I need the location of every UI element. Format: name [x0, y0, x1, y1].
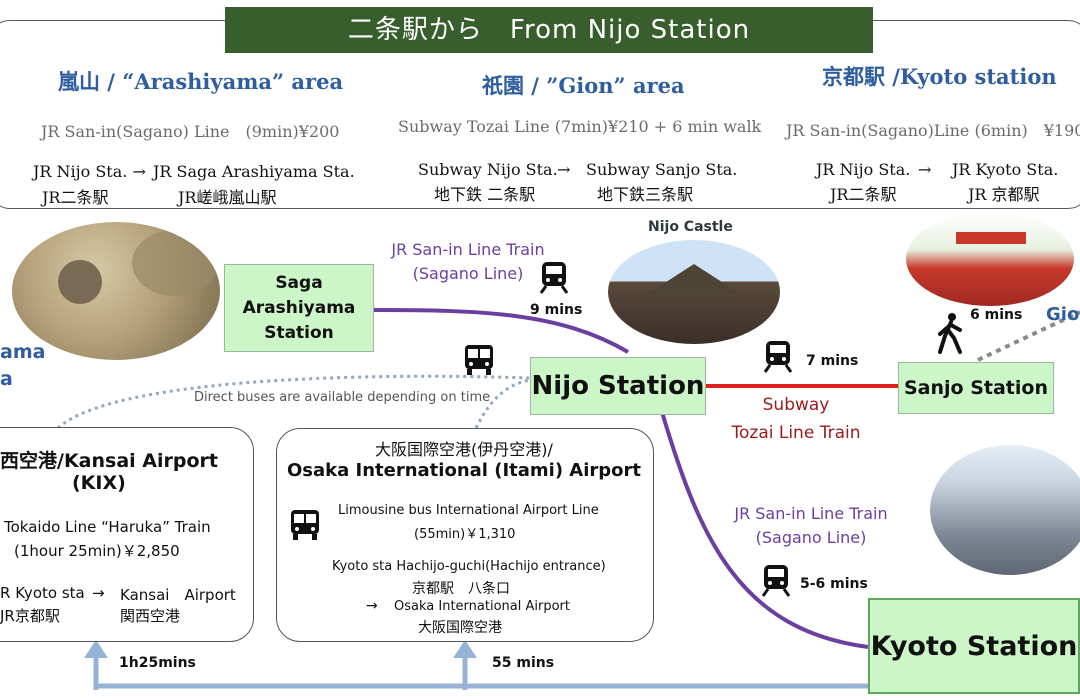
- nijo-station-box: Nijo Station: [530, 357, 706, 415]
- nijo-castle-photo: [608, 240, 780, 344]
- saga-arashiyama-station: Saga Arashiyama Station: [224, 264, 374, 352]
- itami-travel-mins: 55 mins: [492, 655, 555, 671]
- kyoto-station-box: Kyoto Station: [868, 598, 1080, 694]
- arashiyama-area-label: ama: [0, 341, 46, 363]
- kansai-line-1: Tokaido Line “Haruka” Train: [4, 518, 211, 536]
- gion-from-en: Subway Nijo Sta.: [418, 160, 558, 179]
- arashiyama-to-en: JR Saga Arashiyama Sta.: [153, 162, 355, 181]
- arashiyama-to-jp: JR嵯峨嵐山駅: [178, 188, 277, 207]
- gion-from-jp: 地下鉄 二条駅: [434, 185, 536, 204]
- itami-to-en: Osaka International Airport: [394, 599, 570, 614]
- kyoto-route-title: 京都駅 /Kyoto station: [822, 64, 1057, 89]
- subway-mins: 7 mins: [806, 353, 859, 369]
- arashiyama-route-line: JR San-in(Sagano) Line (9min)¥200: [41, 122, 340, 141]
- kansai-to-jp: 関西空港: [120, 607, 181, 625]
- jr-train-mins-top: 9 mins: [530, 302, 583, 318]
- itami-bus-line-2: (55min)￥1,310: [414, 527, 516, 542]
- gion-arrow: →: [557, 160, 571, 179]
- castle-roof: [647, 264, 741, 294]
- walk-mins: 6 mins: [970, 307, 1023, 323]
- saga-station-label: Saga Arashiyama Station: [242, 272, 356, 343]
- kyoto-to-en: JR Kyoto Sta.: [952, 160, 1059, 179]
- banner-title: 二条駅から From Nijo Station: [225, 7, 873, 53]
- bottom-connector: [93, 650, 870, 690]
- yasaka-shrine-photo: [906, 212, 1074, 306]
- nijo-castle-label: Nijo Castle: [648, 219, 733, 235]
- train-icon: [539, 262, 569, 294]
- itami-up-arrow: [453, 640, 477, 658]
- jr-train-label-bottom-1: JR San-in Line Train: [734, 504, 888, 523]
- arashiyama-route-title: 嵐山 / “Arashiyama” area: [58, 69, 344, 94]
- kyoto-city-photo: [930, 445, 1080, 575]
- bus-route-itami: [474, 378, 531, 429]
- kyoto-arrow: →: [918, 160, 932, 179]
- jr-train-label-top-1: JR San-in Line Train: [391, 240, 545, 259]
- subway-label-2: Tozai Line Train: [731, 423, 861, 443]
- jr-train-label-top-2: (Sagano Line): [412, 264, 524, 283]
- bus-icon: [465, 345, 493, 375]
- sanjo-station-label: Sanjo Station: [904, 377, 1048, 399]
- kansai-arrow: →: [92, 584, 105, 602]
- kansai-line-2: (1hour 25min)￥2,850: [14, 542, 180, 560]
- trees-shape: [132, 230, 218, 296]
- limousine-bus-icon: [291, 510, 319, 540]
- monkey-photo: [12, 222, 220, 360]
- gion-area-label: Gio: [1046, 304, 1080, 325]
- subway-train-icon: [763, 341, 793, 373]
- kansai-to-en: Kansai Airport: [120, 586, 236, 604]
- arashiyama-area-label-2: a: [0, 368, 13, 390]
- bus-note: Direct buses are available depending on …: [194, 390, 491, 405]
- jr-line-saga-nijo: [371, 308, 630, 354]
- sanjo-station-box: Sanjo Station: [898, 362, 1054, 414]
- itami-airport-box: [276, 428, 654, 642]
- subway-label-1: Subway: [762, 395, 830, 415]
- jr-line-nijo-kyoto: [660, 411, 869, 649]
- kansai-from-jp: JR京都駅: [0, 607, 60, 625]
- itami-to-jp: 大阪国際空港: [418, 620, 502, 636]
- kansai-airport-box: [0, 427, 254, 642]
- itami-arrow: →: [366, 598, 378, 614]
- kyoto-from-jp: JR二条駅: [830, 185, 897, 204]
- jr-train-mins-bottom: 5-6 mins: [800, 576, 868, 592]
- kix-up-arrow: [84, 640, 108, 658]
- kyoto-to-jp: JR 京都駅: [968, 185, 1040, 204]
- kyoto-from-en: JR Nijo Sta.: [816, 160, 911, 179]
- kyoto-station-label: Kyoto Station: [870, 630, 1078, 662]
- itami-from-en: Kyoto sta Hachijo-guchi(Hachijo entrance…: [332, 559, 606, 574]
- gion-route-title: 祇園 / ”Gion” area: [482, 73, 685, 98]
- walking-person-icon: [938, 313, 962, 354]
- kix-travel-mins: 1h25mins: [119, 655, 196, 671]
- itami-title-jp: 大阪国際空港(伊丹空港)/: [375, 440, 553, 459]
- gion-to-en: Subway Sanjo Sta.: [586, 160, 738, 179]
- train-icon-bottom: [761, 565, 791, 597]
- kansai-from-en: R Kyoto sta: [0, 584, 85, 602]
- monkey-shape: [58, 260, 102, 304]
- kansai-title-2: (KIX): [72, 472, 126, 494]
- kyoto-route-line: JR San-in(Sagano)Line (6min) ¥190: [786, 121, 1080, 140]
- walk-line: [977, 310, 1080, 362]
- arashiyama-from-en: JR Nijo Sta. →: [33, 162, 146, 181]
- jr-train-label-bottom-2: (Sagano Line): [755, 528, 867, 547]
- arashiyama-from-jp: JR二条駅: [42, 188, 109, 207]
- itami-title-en: Osaka International (Itami) Airport: [286, 460, 642, 481]
- itami-bus-line-1: Limousine bus International Airport Line: [338, 503, 599, 518]
- itami-from-jp: 京都駅 八条口: [412, 581, 510, 597]
- shrine-roof: [956, 232, 1026, 244]
- kansai-title-1: 西空港/Kansai Airport: [0, 450, 218, 472]
- nijo-station-label: Nijo Station: [531, 371, 705, 401]
- gion-route-line: Subway Tozai Line (7min)¥210 + 6 min wal…: [398, 117, 762, 136]
- gion-to-jp: 地下鉄三条駅: [597, 185, 694, 204]
- bus-route-kix: [56, 374, 531, 430]
